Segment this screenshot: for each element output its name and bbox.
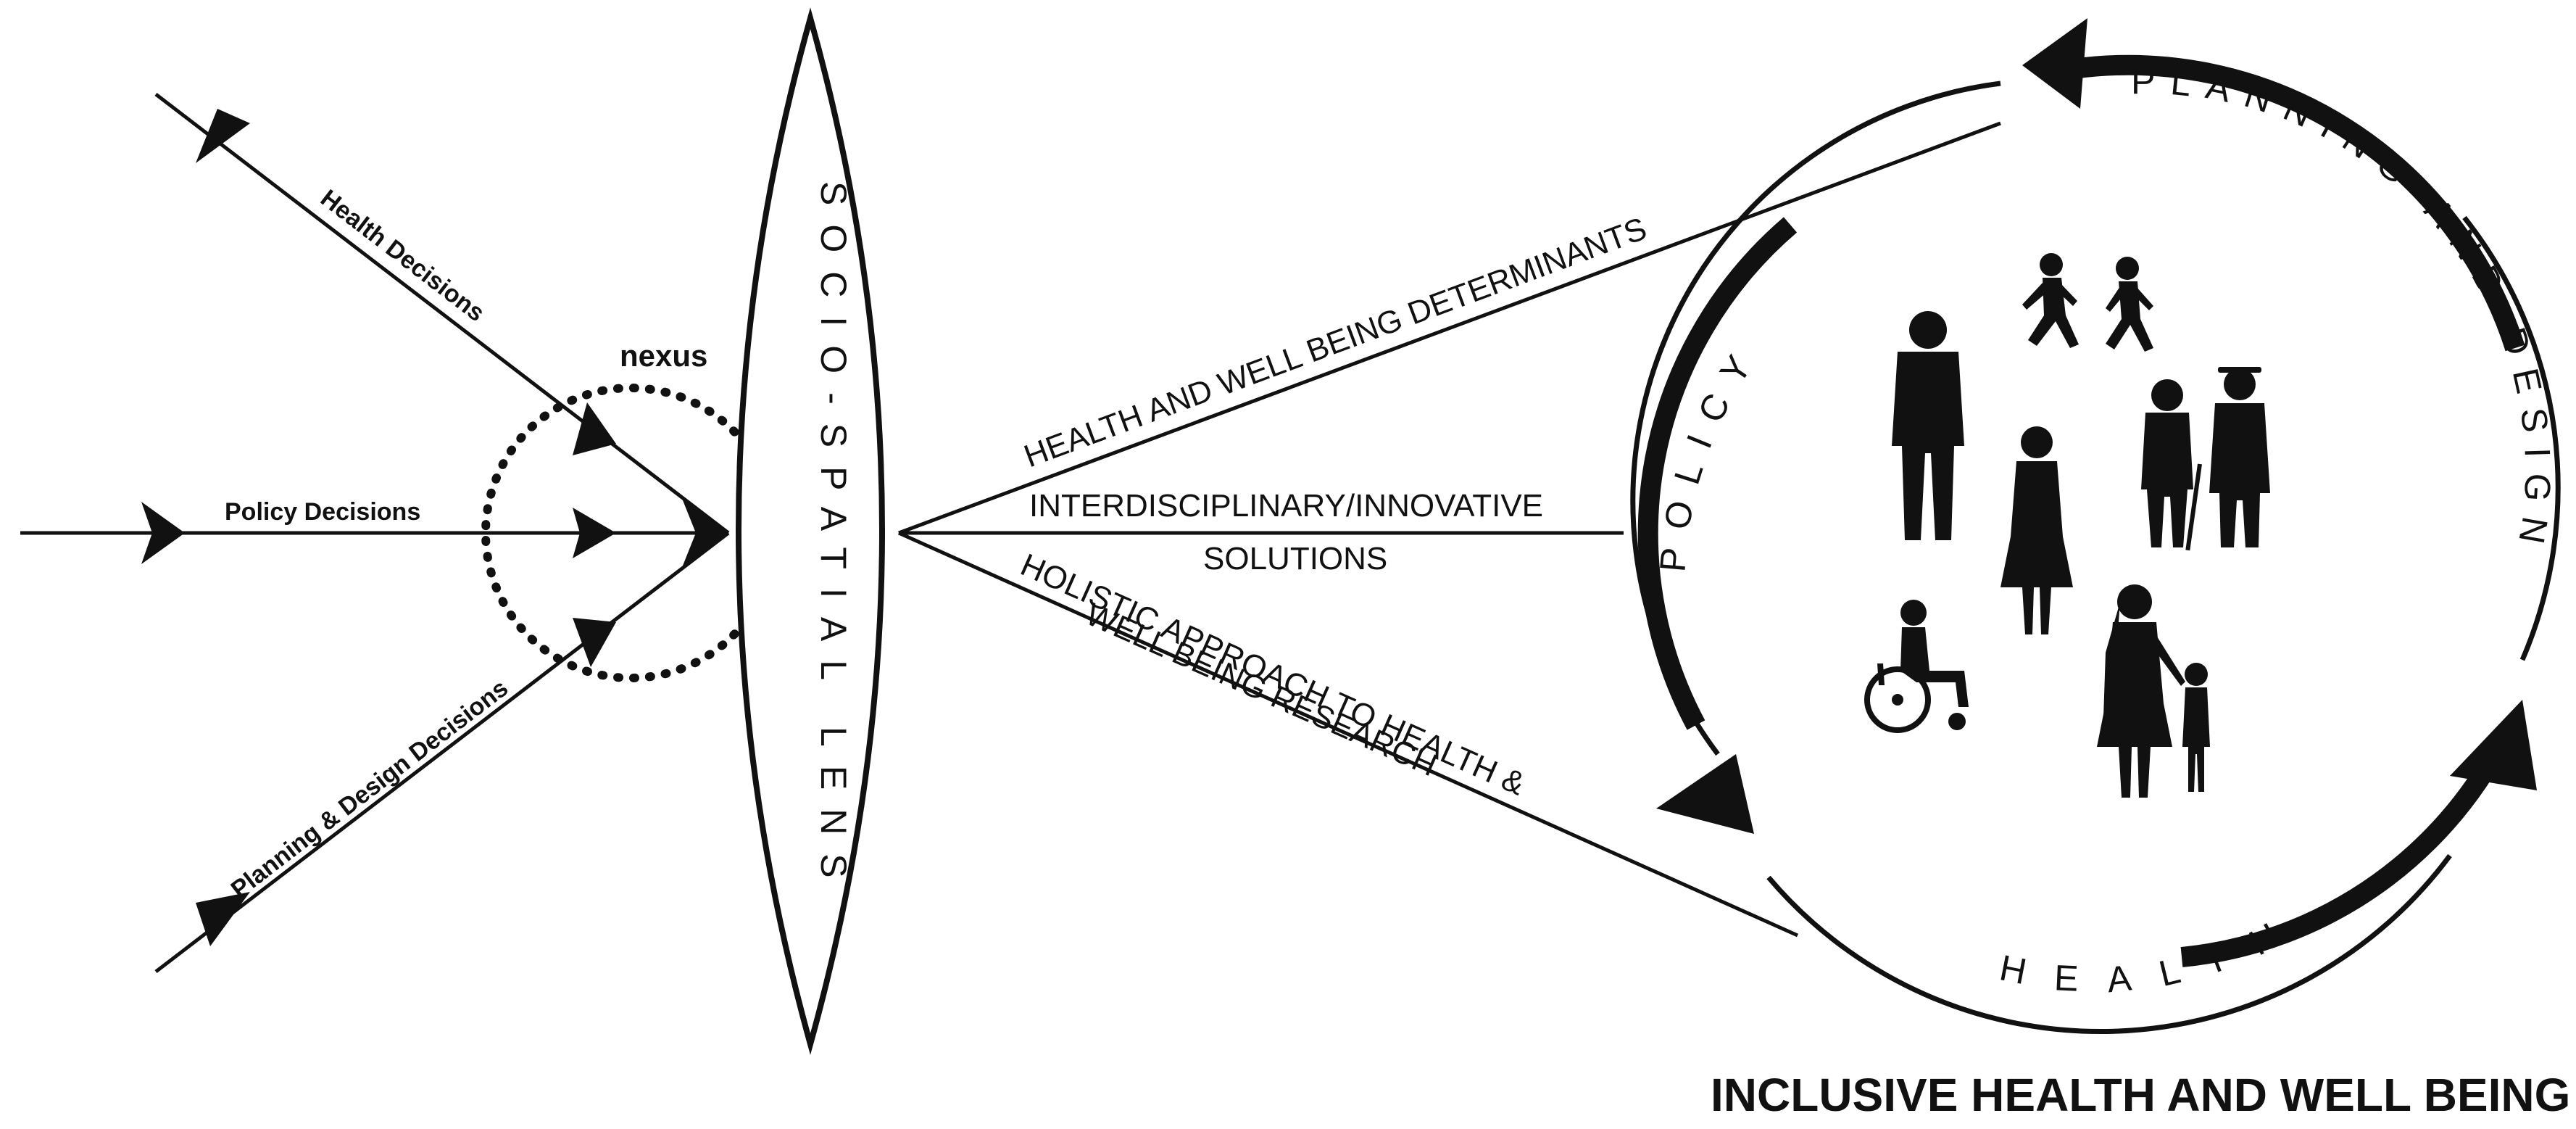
lens-label: SOCIO-SPATIAL LENS bbox=[813, 181, 854, 897]
output-line-bottom bbox=[897, 531, 1799, 938]
nexus-label: nexus bbox=[620, 339, 707, 373]
cycle: PLANNING AND DESIGN POLICY HEALTH bbox=[1630, 18, 2561, 1034]
output-bottom-label-1: HOLISTIC APPROACH TO HEALTH & bbox=[1015, 547, 1530, 802]
cycle-thin-arc-right bbox=[2462, 215, 2561, 661]
child-running-icon bbox=[2022, 253, 2079, 348]
planning-decisions-label: Planning & Design Decisions bbox=[226, 674, 513, 904]
elderly-man-with-cane-icon bbox=[2185, 367, 2270, 551]
policy-thick-arc bbox=[1637, 217, 1798, 730]
elderly-woman-icon bbox=[2141, 379, 2193, 547]
health-arrowhead-icon bbox=[2450, 700, 2537, 790]
mother-with-child-icon bbox=[2097, 584, 2210, 798]
cycle-health-text: HEALTH bbox=[1996, 900, 2281, 1000]
input-policy-decisions: Policy Decisions bbox=[20, 498, 728, 564]
convergence-arrowhead bbox=[681, 497, 728, 569]
cycle-thin-arc-bottom bbox=[1766, 853, 2452, 1034]
input-health-decisions: Health Decisions bbox=[154, 93, 730, 534]
people-group bbox=[1864, 253, 2270, 798]
outputs: HEALTH AND WELL BEING DETERMINANTS INTER… bbox=[897, 121, 2001, 938]
planning-thick-arc bbox=[2072, 54, 2525, 352]
input-planning-design-decisions: Planning & Design Decisions bbox=[154, 532, 730, 973]
policy-arrowhead-inner bbox=[573, 508, 616, 558]
policy-arrowhead-icon bbox=[1656, 754, 1754, 834]
health-arrowhead-inner bbox=[573, 402, 616, 455]
diagram-title: INCLUSIVE HEALTH AND WELL BEING bbox=[1711, 1069, 2570, 1121]
planning-arrowhead-outer bbox=[196, 892, 250, 946]
person-in-wheelchair-icon bbox=[1864, 600, 1969, 733]
planning-decisions-line bbox=[154, 532, 730, 973]
health-decisions-line bbox=[154, 93, 730, 534]
cycle-policy-label: POLICY bbox=[1652, 334, 1769, 574]
cycle-health-label: HEALTH bbox=[1996, 900, 2311, 1000]
child-running-icon bbox=[2106, 257, 2153, 352]
health-thick-arc bbox=[2180, 763, 2495, 967]
policy-arrowhead-outer bbox=[141, 502, 185, 564]
woman-standing-icon bbox=[2000, 426, 2073, 634]
output-line-top bbox=[898, 121, 2001, 535]
man-standing-icon bbox=[1892, 311, 1964, 540]
planning-arrowhead-icon bbox=[2022, 18, 2087, 109]
lens-shape bbox=[736, 7, 885, 1055]
nexus: nexus bbox=[481, 339, 780, 682]
output-bottom-label-2: WELL BEING RESEARCH bbox=[1081, 596, 1442, 783]
health-decisions-label: Health Decisions bbox=[315, 184, 489, 327]
output-middle-label-2: SOLUTIONS bbox=[1203, 541, 1387, 576]
socio-spatial-lens: SOCIO-SPATIAL LENS bbox=[736, 7, 885, 1055]
policy-decisions-label: Policy Decisions bbox=[225, 498, 420, 526]
output-middle-label-1: INTERDISCIPLINARY/INNOVATIVE bbox=[1029, 488, 1543, 524]
output-top-label: HEALTH AND WELL BEING DETERMINANTS bbox=[1019, 211, 1651, 475]
cycle-policy-text: POLICY bbox=[1652, 334, 1751, 574]
health-arrowhead-outer bbox=[196, 109, 250, 163]
planning-arrowhead-inner bbox=[573, 618, 616, 667]
